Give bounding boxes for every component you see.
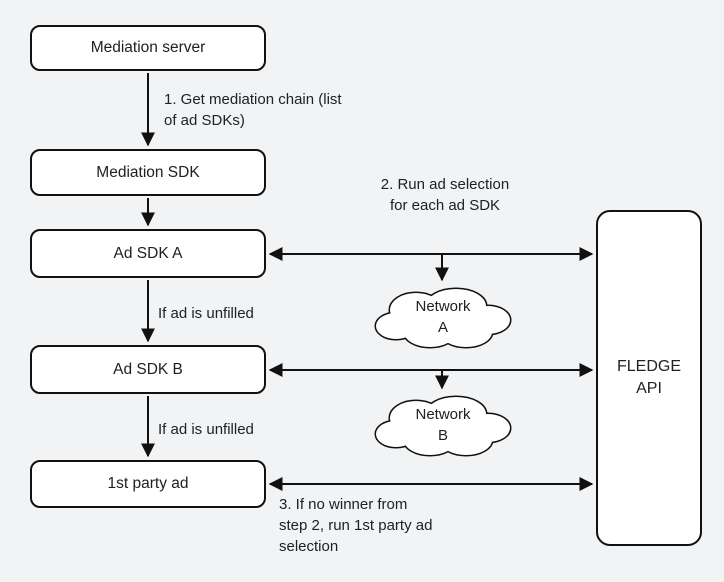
node-fledge-api: FLEDGE API: [596, 210, 702, 546]
annotation-step2: 2. Run ad selection for each ad SDK: [380, 176, 510, 214]
node-mediation-server: Mediation server: [30, 25, 266, 71]
network-b-label: Network B: [415, 406, 471, 444]
node-fledge-api-label-line1: FLEDGE: [616, 358, 681, 376]
node-ad-sdk-a-label: Ad SDK A: [113, 244, 183, 262]
annotation-step1: 1. Get mediation chain (list of ad SDKs): [164, 91, 342, 129]
network-a-label: Network A: [415, 298, 471, 336]
node-fledge-api-label-line2: API: [636, 380, 662, 397]
node-first-party-ad-label: 1st party ad: [107, 475, 189, 492]
annotation-if-unfilled-a: If ad is unfilled: [158, 305, 254, 322]
node-first-party-ad: 1st party ad: [30, 460, 266, 508]
node-mediation-sdk-label: Mediation SDK: [96, 163, 200, 181]
node-ad-sdk-a: Ad SDK A: [30, 229, 266, 278]
node-ad-sdk-b: Ad SDK B: [30, 345, 266, 394]
node-ad-sdk-b-label: Ad SDK B: [113, 360, 183, 378]
annotation-step3: 3. If no winner from step 2, run 1st par…: [279, 496, 433, 555]
annotation-if-unfilled-b: If ad is unfilled: [158, 421, 254, 438]
node-mediation-sdk: Mediation SDK: [30, 149, 266, 196]
node-mediation-server-label: Mediation server: [90, 39, 206, 56]
